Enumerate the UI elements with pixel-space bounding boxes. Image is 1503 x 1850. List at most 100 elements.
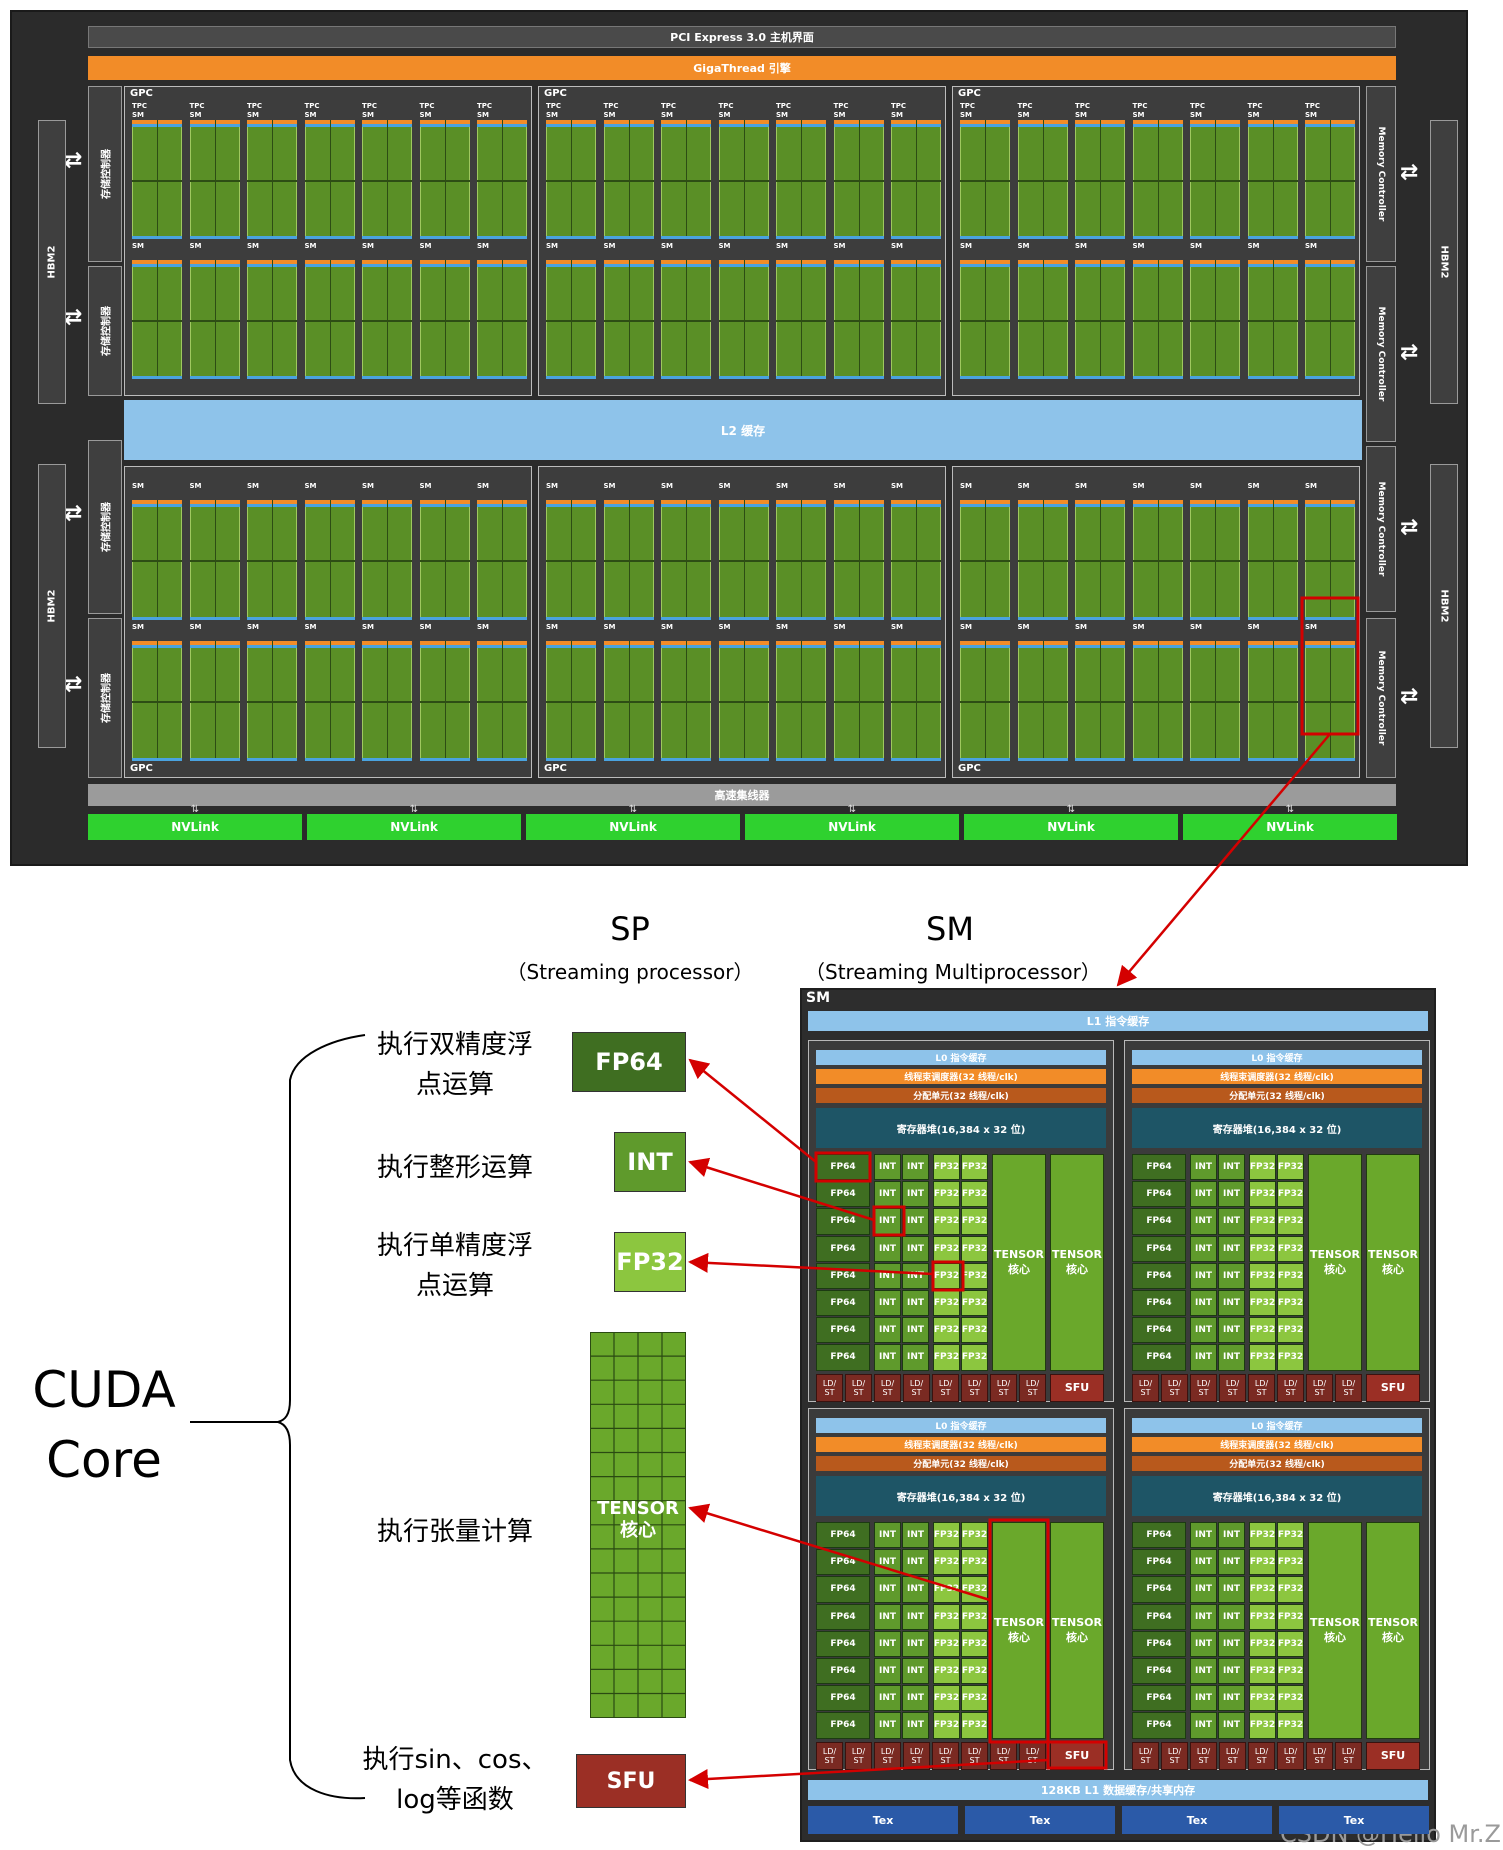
- sm-cache-stripe: [362, 758, 412, 761]
- sm-divider: [132, 560, 182, 562]
- fp32-cell: FP32: [961, 1317, 988, 1344]
- sfu-description: 执行sin、cos、 log等函数: [340, 1740, 570, 1820]
- fp32-cell: FP32: [1249, 1181, 1276, 1208]
- tpc-sm-label: SM: [362, 482, 375, 490]
- tpc-sm-label: SM: [1132, 482, 1145, 490]
- ld-st-unit: LD/ ST: [1190, 1373, 1217, 1402]
- tensor-box-line2: 核心: [620, 1520, 656, 1541]
- tpc-sm-label: SM: [419, 242, 432, 250]
- sm-divider: [189, 179, 240, 182]
- int-cell: INT: [874, 1522, 901, 1549]
- fp32-cell: FP32: [961, 1630, 988, 1657]
- fp64-cell: FP64: [816, 1576, 870, 1603]
- sm-cache-stripe: [1190, 758, 1240, 761]
- sm-cache-stripe: [960, 236, 1010, 239]
- memory-arrow-icon: ⇄: [1400, 684, 1419, 709]
- tpc-sm-label: TPC: [1132, 102, 1148, 110]
- fp32-cell: FP32: [933, 1522, 960, 1549]
- int-cell: INT: [874, 1317, 901, 1344]
- fp32-cell: FP32: [1277, 1576, 1304, 1603]
- sm-divider: [1247, 319, 1298, 322]
- tpc-sm-label: SM: [304, 242, 317, 250]
- sm-cache-stripe: [132, 617, 182, 620]
- fp32-cell: FP32: [1249, 1576, 1276, 1603]
- ld-st-unit: LD/ ST: [1248, 1741, 1275, 1770]
- sm-label: SM: [603, 111, 616, 119]
- memory-arrow-icon: ⇄: [64, 501, 83, 526]
- tensor-box-line1: TENSOR: [597, 1498, 679, 1519]
- tpc-sm-label: TPC: [247, 102, 263, 110]
- sm-cache-stripe: [546, 236, 596, 239]
- fp32-cell: FP32: [933, 1630, 960, 1657]
- sm-cache-stripe: [477, 758, 527, 761]
- int-cell: INT: [874, 1235, 901, 1262]
- sm-divider: [891, 179, 941, 182]
- high-speed-hub: 高速集线器: [88, 784, 1396, 806]
- int-cell: INT: [1218, 1317, 1245, 1344]
- l1-instruction-cache: L1 指令缓存: [808, 1011, 1428, 1031]
- sm-cache-stripe: [1247, 236, 1298, 239]
- tpc-sm-label: SM: [1017, 242, 1030, 250]
- sm-divider: [546, 701, 596, 703]
- hbm2-left: [38, 464, 66, 748]
- tpc-sm-label: SM: [718, 242, 731, 250]
- sm-label: SM: [477, 111, 490, 119]
- sm-divider: [661, 179, 711, 182]
- fp64-cell: FP64: [1132, 1235, 1186, 1262]
- nvlink-arrow-icon: ⇅: [1285, 804, 1295, 815]
- tpc-sm-label: TPC: [1017, 102, 1033, 110]
- int-cell: INT: [1190, 1685, 1217, 1712]
- int-cell: INT: [1190, 1317, 1217, 1344]
- sm-cache-stripe: [718, 617, 769, 620]
- tpc-sm-label: SM: [546, 482, 559, 490]
- fp32-cell: FP32: [1249, 1154, 1276, 1181]
- tpc-sm-label: SM: [189, 242, 202, 250]
- fp32-cell: FP32: [961, 1712, 988, 1739]
- tpc-sm-label: SM: [1017, 623, 1030, 631]
- tpc-sm-label: SM: [833, 482, 846, 490]
- sm-cache-stripe: [546, 376, 596, 379]
- sm-cache-stripe: [419, 236, 470, 239]
- sm-divider: [247, 701, 297, 703]
- fp32-cell: FP32: [961, 1576, 988, 1603]
- sm-label: SM: [1132, 111, 1145, 119]
- sm-cache-stripe: [661, 617, 711, 620]
- tex-unit-4: Tex: [1279, 1806, 1429, 1834]
- tpc-sm-label: SM: [189, 623, 202, 631]
- fp64-unit-box: FP64: [572, 1032, 686, 1092]
- sm-cache-stripe: [891, 758, 941, 761]
- pcie-host-interface: PCI Express 3.0 主机界面: [88, 26, 1396, 48]
- int-cell: INT: [902, 1685, 929, 1712]
- int-cell: INT: [902, 1658, 929, 1685]
- sm-cache-stripe: [1190, 236, 1240, 239]
- tpc-sm-label: SM: [960, 242, 973, 250]
- tensor-core-label: TENSOR: [1310, 1615, 1360, 1629]
- tpc-sm-label: SM: [132, 623, 145, 631]
- sm-divider: [1132, 560, 1183, 562]
- sm-divider: [661, 701, 711, 703]
- fp64-cell: FP64: [1132, 1576, 1186, 1603]
- sm-cache-stripe: [132, 758, 182, 761]
- fp32-cell: FP32: [1249, 1262, 1276, 1289]
- sm-cache-stripe: [661, 236, 711, 239]
- fp32-cell: FP32: [1249, 1658, 1276, 1685]
- int-cell: INT: [874, 1685, 901, 1712]
- sm-divider: [362, 179, 412, 182]
- int-cell: INT: [902, 1235, 929, 1262]
- tex-unit-1: Tex: [808, 1806, 958, 1834]
- tpc-sm-label: TPC: [1305, 102, 1321, 110]
- sm-divider: [891, 701, 941, 703]
- memory-arrow-icon: ⇄: [64, 672, 83, 697]
- sp-heading: SP: [610, 910, 650, 948]
- sm-cache-stripe: [304, 758, 355, 761]
- tensor-core-sublabel: 核心: [1324, 1262, 1346, 1276]
- sm-divider: [603, 701, 654, 703]
- ld-st-unit: LD/ ST: [1132, 1373, 1159, 1402]
- int-cell: INT: [874, 1630, 901, 1657]
- fp32-unit-box: FP32: [614, 1232, 686, 1292]
- nvlink-3: NVLink: [526, 814, 740, 840]
- sm-cache-stripe: [833, 758, 884, 761]
- sm-divider: [1017, 319, 1068, 322]
